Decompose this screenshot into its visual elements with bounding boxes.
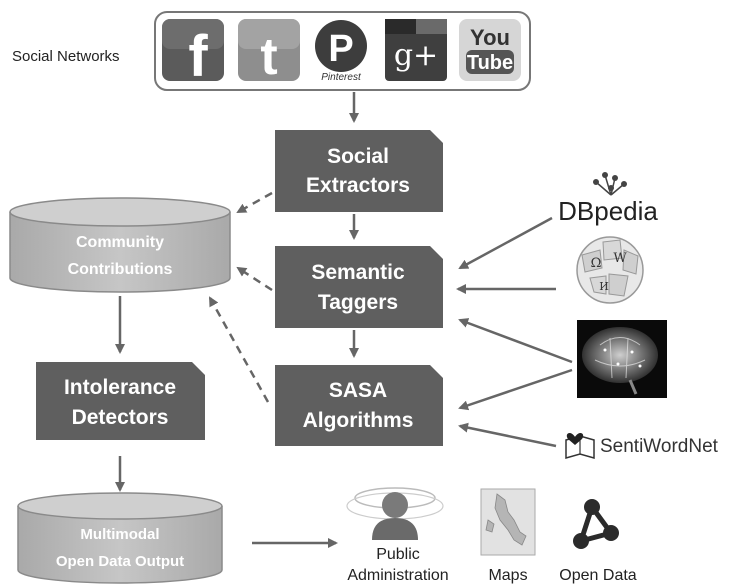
community-contributions-database [9, 197, 231, 293]
community-contributions-line1: Community [76, 234, 164, 251]
dashed-arrow-sasa-to-community [208, 296, 270, 403]
social-extractors-line2: Extractors [306, 174, 410, 197]
arrow-sentiwordnet-to-sasa [458, 422, 557, 448]
social-networks-label: Social Networks [12, 48, 120, 65]
twitter-icon: t [238, 19, 300, 86]
arrow-brain-to-sasa [458, 368, 573, 411]
community-contributions-line2: Contributions [68, 261, 173, 278]
sasa-algorithms-box [275, 365, 443, 446]
svg-text:f: f [188, 24, 208, 89]
svg-text:И: И [599, 280, 609, 293]
sentiwordnet-label: SentiWordNet [600, 436, 719, 457]
sasa-algorithms-line2: Algorithms [303, 409, 414, 432]
svg-text:Tube: Tube [467, 52, 513, 74]
sasa-algorithms-line1: SASA [329, 379, 387, 402]
dashed-arrow-taggers-to-community [236, 266, 273, 292]
svg-text:Pinterest: Pinterest [321, 72, 362, 83]
public-administration-line2: Administration [347, 567, 448, 584]
semantic-taggers-line2: Taggers [318, 291, 398, 314]
open-data-label: Open Data [559, 567, 636, 584]
svg-text:P: P [328, 28, 353, 70]
intolerance-detectors-line1: Intolerance [64, 376, 176, 399]
intolerance-detectors-box [36, 362, 205, 440]
arrow-brain-to-taggers [458, 318, 573, 364]
wikipedia-icon: Ω W И [576, 236, 644, 304]
map-icon [480, 488, 536, 556]
semantic-taggers-line1: Semantic [311, 261, 405, 284]
semantic-taggers-box [275, 246, 443, 328]
social-extractors-box [275, 130, 443, 212]
multimodal-output-database [17, 492, 223, 584]
brain-network-icon [577, 320, 667, 398]
sentiwordnet-icon [565, 432, 595, 459]
arrow-dbpedia-to-taggers [458, 216, 553, 270]
intolerance-detectors-line2: Detectors [72, 406, 169, 429]
multimodal-output-line2: Open Data Output [56, 553, 184, 570]
open-data-icon [573, 499, 619, 549]
dbpedia-icon [593, 172, 627, 196]
pinterest-icon: P Pinterest [315, 20, 367, 83]
svg-text:t: t [260, 28, 277, 86]
svg-text:You: You [470, 25, 510, 50]
facebook-icon: f [162, 19, 224, 89]
maps-label: Maps [488, 567, 527, 584]
dbpedia-label: DBpedia [558, 196, 658, 226]
youtube-icon: You Tube [459, 19, 521, 81]
google-plus-icon: g+ [385, 19, 447, 81]
public-administration-icon [346, 487, 444, 540]
multimodal-output-line1: Multimodal [80, 526, 159, 543]
svg-text:W: W [613, 251, 627, 266]
public-administration-line1: Public [376, 546, 420, 563]
svg-text:g+: g+ [394, 38, 438, 73]
dashed-arrow-extractors-to-community [236, 191, 273, 214]
social-extractors-line1: Social [327, 145, 389, 168]
svg-text:Ω: Ω [591, 256, 602, 271]
